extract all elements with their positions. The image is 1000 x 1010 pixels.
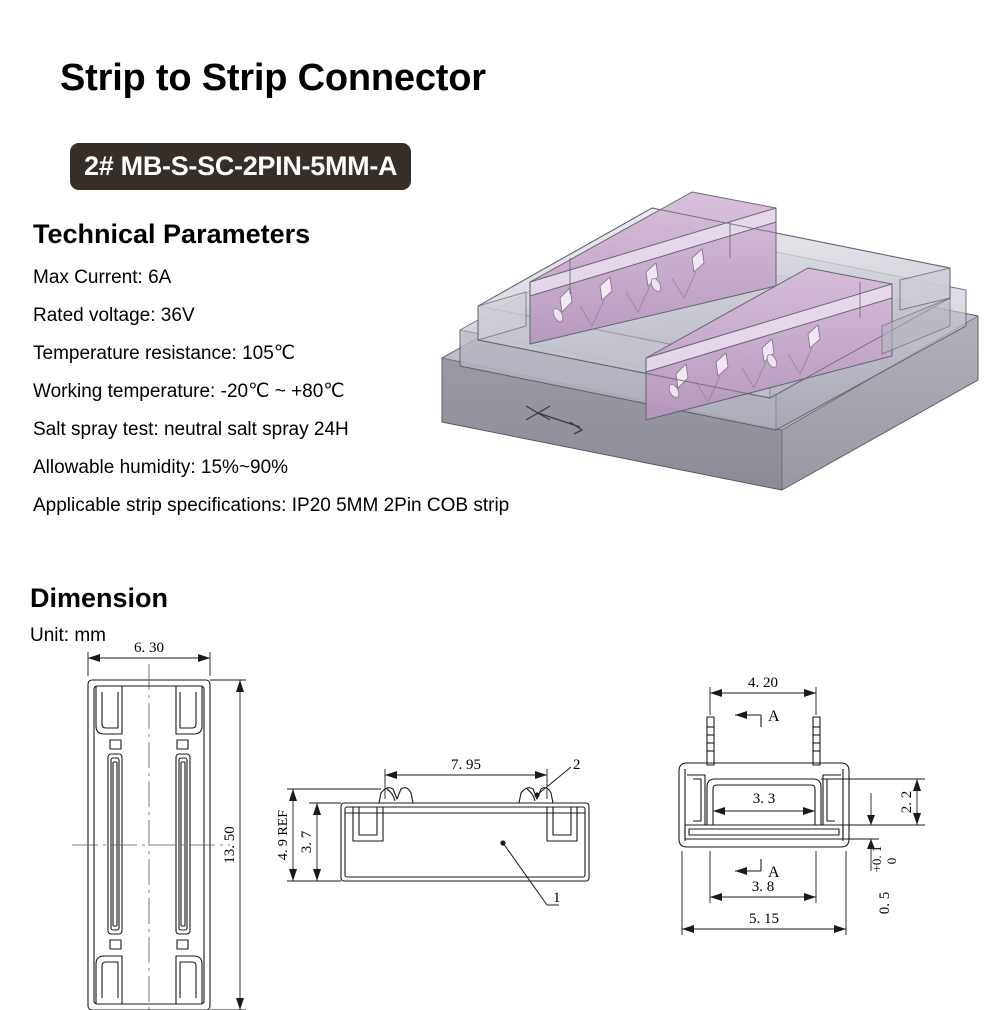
dim-label-body-height: 3. 7 (299, 830, 315, 853)
leader-label-latch: 2 (573, 757, 581, 773)
render-engraved-marking (525, 405, 583, 435)
page-title: Strip to Strip Connector (60, 57, 486, 99)
param-max-current: Max Current: 6A (33, 266, 172, 288)
section-label-top: A (768, 708, 780, 725)
dim-width-6-30 (87, 652, 211, 676)
param-temp-resistance: Temperature resistance: 105℃ (33, 342, 296, 364)
dim-overall-width-5-15 (681, 851, 847, 935)
leader-line-body (500, 840, 559, 906)
section-arrow-bottom (735, 859, 762, 875)
model-number-badge: 2# MB-S-SC-2PIN-5MM-A (70, 143, 412, 190)
param-rated-voltage: Rated voltage: 36V (33, 304, 195, 326)
dim-label-inner-height: 2. 2 (899, 791, 915, 814)
dim-label-overall-width: 5. 15 (749, 911, 779, 927)
dim-label-slot-height: 0. 5 (877, 892, 893, 915)
dim-label-pin-pitch: 4. 20 (748, 675, 778, 691)
leader-line-latch (534, 766, 572, 798)
technical-parameters-heading: Technical Parameters (33, 219, 311, 249)
center-line (72, 664, 230, 1010)
dim-label-height: 13. 50 (222, 826, 238, 864)
param-salt-spray: Salt spray test: neutral salt spray 24H (33, 418, 349, 440)
render-contact-strip-front (645, 267, 893, 421)
dim-lower-width-3-8 (709, 851, 817, 903)
dim-pin-pitch-4-20 (709, 687, 817, 715)
param-working-temp: Working temperature: -20℃ ~ +80℃ (33, 380, 345, 402)
dim-label-slot-tol-lower: 0 (884, 858, 899, 865)
dim-body-height-3-7 (309, 802, 341, 882)
technical-parameters-list: Max Current: 6A Rated voltage: 36V Tempe… (33, 258, 633, 524)
section-label-bottom: A (768, 864, 780, 881)
drawing-top-view: 6. 30 13. 50 (60, 640, 290, 1010)
unit-label: Unit: mm (30, 625, 106, 646)
leader-label-body: 1 (553, 890, 561, 906)
drawing-front-view: 4. 20 A A 3. 3 (665, 675, 990, 965)
dim-slot-height-0-5 (843, 793, 879, 871)
dim-label-slot-tol-upper: +0. 1 (869, 846, 884, 873)
dim-inner-width-3-3 (713, 807, 815, 815)
param-strip-spec: Applicable strip specifications: IP20 5M… (33, 494, 510, 516)
dim-label-top-width: 7. 95 (451, 757, 481, 773)
dim-label-lower-width: 3. 8 (752, 879, 775, 895)
product-3d-render (430, 130, 1000, 510)
param-humidity: Allowable humidity: 15%~90% (33, 456, 289, 478)
dim-label-overall-height: 4. 9 REF (276, 810, 291, 860)
dim-top-width-7-95 (384, 769, 548, 799)
model-number-label: 2# MB-S-SC-2PIN-5MM-A (84, 151, 398, 181)
render-contact-strip-rear (529, 191, 777, 345)
section-arrow-top (735, 711, 762, 727)
render-end-cap (881, 267, 951, 355)
front-view-pins (706, 716, 821, 766)
dim-label-inner-width: 3. 3 (753, 791, 776, 807)
render-left-cap (477, 291, 527, 341)
render-housing (441, 191, 979, 491)
dim-label-width: 6. 30 (134, 640, 164, 656)
drawing-side-view: 7. 95 4. 9 REF 3. 7 (275, 755, 625, 930)
dimension-heading: Dimension (30, 583, 169, 613)
